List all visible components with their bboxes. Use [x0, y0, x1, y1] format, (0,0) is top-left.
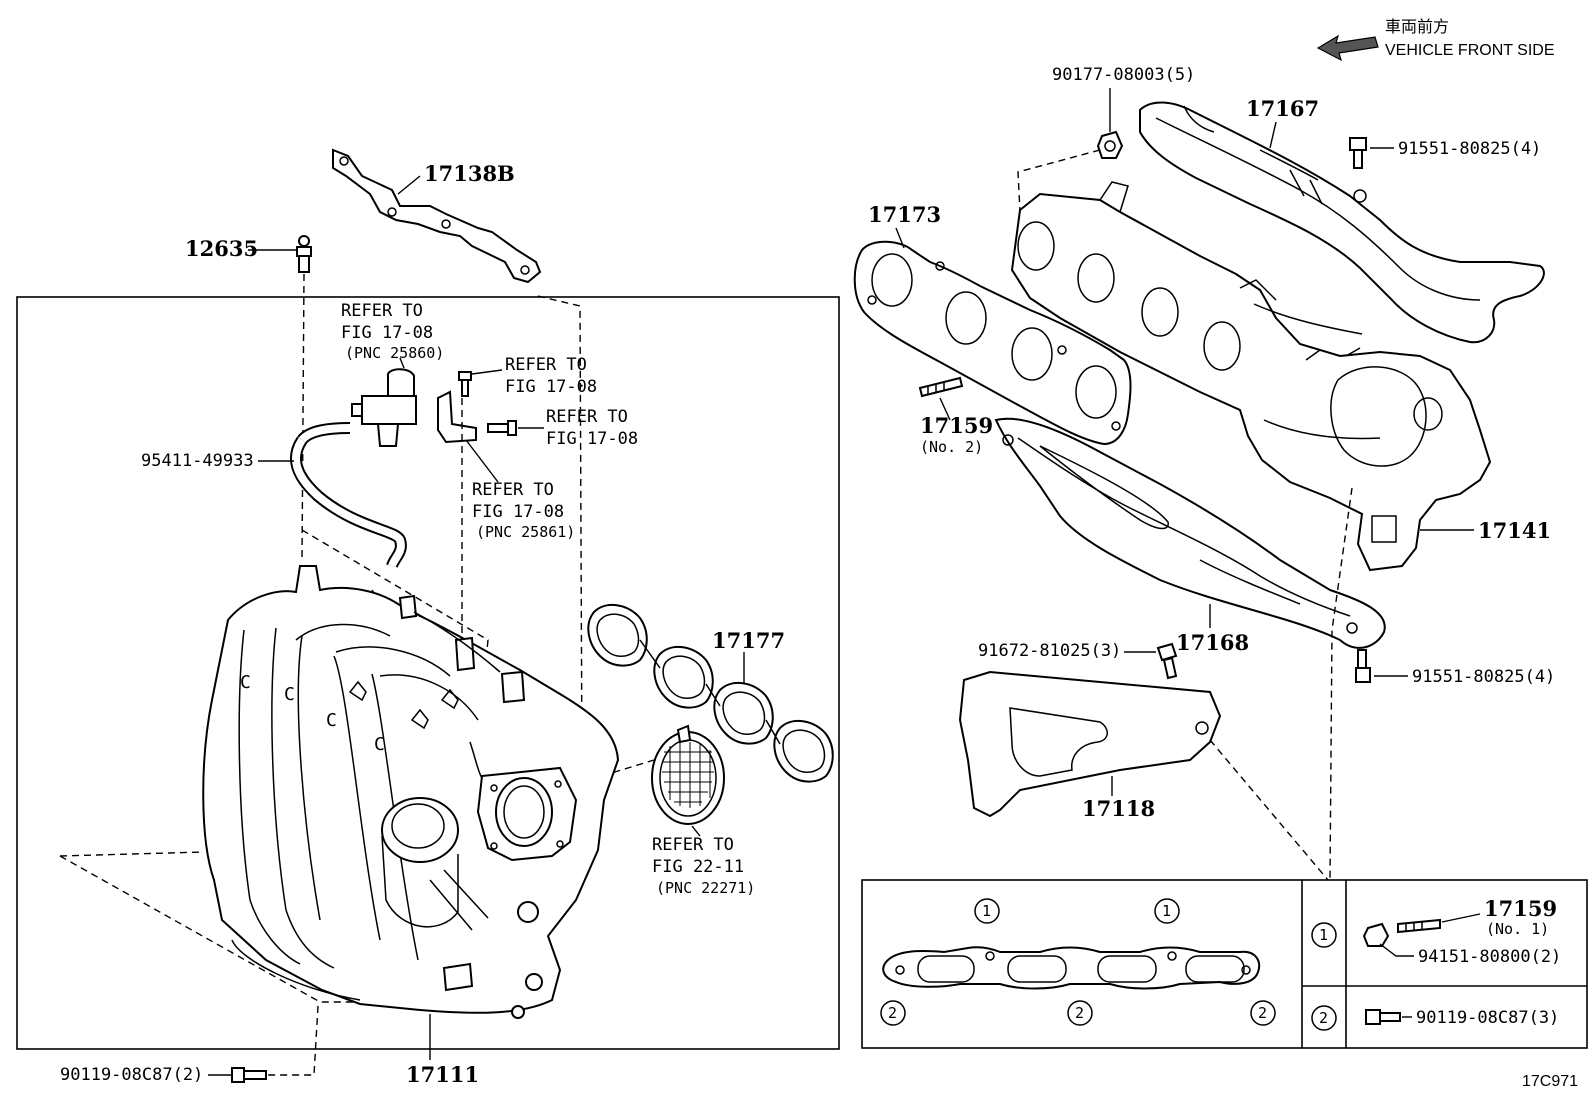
- label-17159: 17159: [920, 413, 993, 438]
- legend-label-17159: 17159: [1484, 896, 1557, 921]
- label-17173: 17173: [868, 202, 941, 227]
- throttle-gasket-mesh: [651, 724, 725, 825]
- heat-insulator-17168: [994, 417, 1386, 649]
- label-91672-81025-3: 91672-81025(3): [978, 641, 1121, 661]
- ref-text-1a: REFER TO: [341, 301, 423, 321]
- legend-row1-marker: 1: [1319, 926, 1328, 944]
- nut-90177: [1096, 130, 1124, 159]
- label-17141: 17141: [1478, 518, 1551, 543]
- bolt-91551-bottom: [1355, 649, 1371, 683]
- figure-code: 17C971: [1522, 1073, 1578, 1090]
- exhaust-gasket-17173: [853, 240, 1132, 446]
- legend-marker-2c: 2: [1258, 1004, 1267, 1022]
- exhaust-manifold-17141: [1010, 181, 1492, 572]
- legend-table: 1 1 2 2 2 1 2 17159 (No. 1) 94151-80800(…: [861, 879, 1588, 1049]
- ref-text-3b: FIG 17-08: [546, 429, 638, 449]
- label-90177-08003-5: 90177-08003(5): [1052, 65, 1195, 85]
- bolt-small-2: [487, 420, 517, 436]
- legend-label-94151-80800-2: 94151-80800(2): [1418, 947, 1561, 967]
- ref-text-2b: FIG 17-08: [505, 377, 597, 397]
- ref-text-5b: FIG 22-11: [652, 857, 744, 877]
- svg-text:C: C: [326, 710, 337, 731]
- vsv-bracket: [437, 390, 477, 444]
- ref-text-3a: REFER TO: [546, 407, 628, 427]
- legend-label-90119-08c87-3: 90119-08C87(3): [1416, 1008, 1559, 1028]
- vehicle-front-indicator: 車両前方 VEHICLE FRONT SIDE: [1316, 18, 1555, 62]
- stud-17159-no2: [918, 376, 964, 398]
- label-17111: 17111: [406, 1062, 479, 1087]
- ref-text-1b: FIG 17-08: [341, 323, 433, 343]
- ref-text-5a: REFER TO: [652, 835, 734, 855]
- ref-text-4a: REFER TO: [472, 480, 554, 500]
- stud-12635: [296, 235, 312, 273]
- legend-marker-2b: 2: [1075, 1004, 1084, 1022]
- legend-marker-1a: 1: [982, 902, 991, 920]
- legend-marker-1b: 1: [1162, 902, 1171, 920]
- label-91551-80825-4-bottom: 91551-80825(4): [1412, 667, 1555, 687]
- ref-text-4c: (PNC 25861): [476, 523, 575, 541]
- svg-text:C: C: [374, 734, 385, 755]
- legend-marker-2a: 2: [888, 1004, 897, 1022]
- direction-label-jp: 車両前方: [1385, 18, 1449, 36]
- bolt-small-1: [458, 371, 472, 397]
- svg-text:C: C: [240, 672, 251, 693]
- ref-text-1c: (PNC 25860): [345, 344, 444, 362]
- ref-text-2a: REFER TO: [505, 355, 587, 375]
- legend-label-17159-no1: (No. 1): [1486, 920, 1549, 938]
- label-90119-08c87-2: 90119-08C87(2): [60, 1065, 203, 1085]
- legend-row2-marker: 2: [1319, 1009, 1328, 1027]
- bolt-91672: [1156, 642, 1178, 680]
- label-95411-49933: 95411-49933: [141, 451, 254, 471]
- bolt-91551-top: [1349, 137, 1367, 169]
- label-17177: 17177: [712, 628, 785, 653]
- front-arrow-icon: [1316, 34, 1379, 62]
- label-17168: 17168: [1176, 630, 1249, 655]
- ref-text-5c: (PNC 22271): [656, 879, 755, 897]
- bolt-90119-left: [231, 1067, 267, 1083]
- label-17159-no2: (No. 2): [920, 438, 983, 456]
- svg-text:C: C: [284, 684, 295, 705]
- ref-text-4b: FIG 17-08: [472, 502, 564, 522]
- intake-assembly-frame: [16, 296, 840, 1050]
- bracket-17138b: [332, 148, 542, 284]
- manifold-stay-17118: [958, 670, 1222, 818]
- direction-label-en: VEHICLE FRONT SIDE: [1385, 42, 1555, 59]
- gasket-17177: [587, 603, 834, 783]
- label-17138b: 17138B: [424, 161, 515, 186]
- intake-manifold-17111: C C C C: [202, 565, 620, 1019]
- label-17167: 17167: [1246, 96, 1319, 121]
- label-12635: 12635: [185, 236, 258, 261]
- vacuum-switching-valve: [351, 357, 417, 447]
- label-17118: 17118: [1082, 796, 1155, 821]
- label-91551-80825-4-top: 91551-80825(4): [1398, 139, 1541, 159]
- heat-insulator-17167: [1139, 101, 1545, 344]
